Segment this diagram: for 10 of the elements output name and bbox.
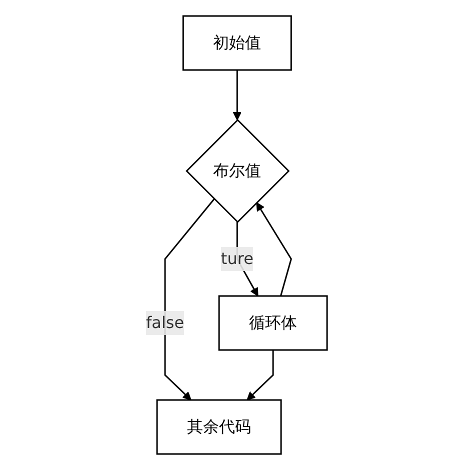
node-box: 初始值: [182, 14, 292, 70]
node-box: 循环体: [218, 294, 328, 350]
arrow: [247, 350, 274, 400]
edge-label: false: [146, 312, 185, 332]
node-box: 其余代码: [156, 398, 282, 454]
arrow: [233, 70, 242, 120]
node-diamond: 布尔值: [186, 118, 290, 223]
arrow: [256, 202, 292, 296]
edge-label: ture: [221, 248, 254, 268]
arrow: [164, 198, 216, 400]
